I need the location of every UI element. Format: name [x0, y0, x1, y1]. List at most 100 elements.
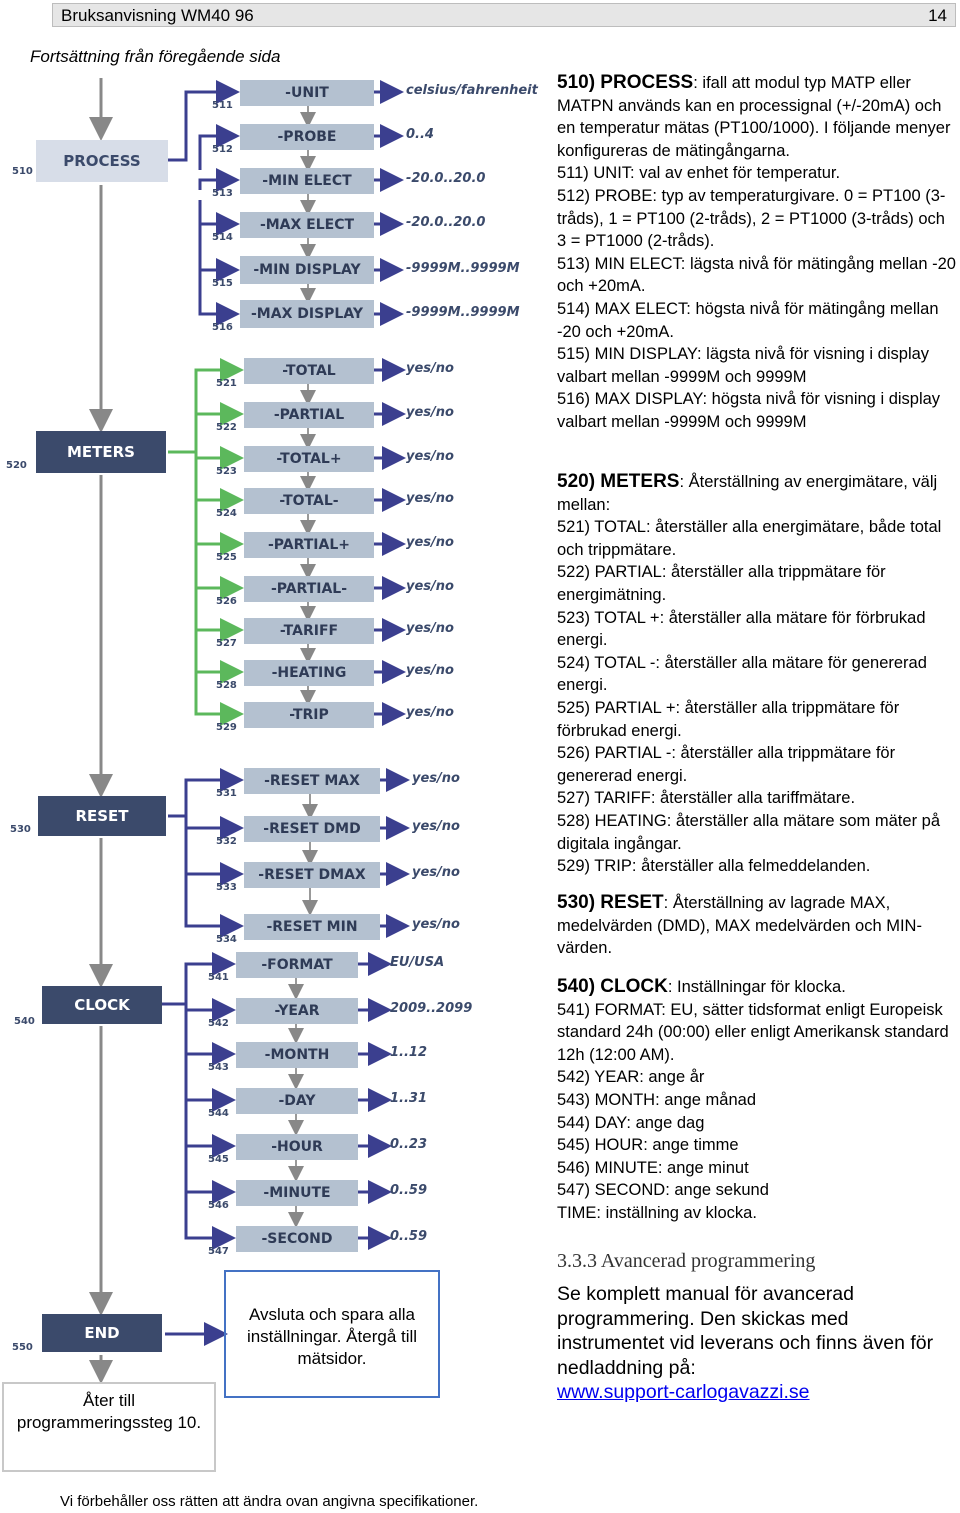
sub-step-box[interactable]: -YEAR	[236, 998, 358, 1024]
sub-step-box[interactable]: -MIN DISPLAY	[240, 256, 374, 284]
sub-step-value: yes/no	[406, 449, 454, 464]
sub-step-number: 513	[212, 188, 233, 199]
description-line: 528) HEATING: återställer alla mätare so…	[557, 811, 940, 853]
sub-step-number: 547	[208, 1246, 229, 1257]
sub-step-box[interactable]: -RESET DMAX	[244, 862, 380, 888]
description-line: 527) TARIFF: återställer alla tariffmäta…	[557, 789, 856, 808]
sub-step-value: yes/no	[406, 579, 454, 594]
sub-step-value: -20.0..20.0	[406, 215, 486, 230]
sub-step-box[interactable]: -FORMAT	[236, 952, 358, 978]
step-number-510: 510	[12, 166, 33, 177]
sub-step-box[interactable]: -PROBE	[240, 124, 374, 150]
description-line: 511) UNIT: val av enhet för temperatur.	[557, 164, 841, 183]
meters-lines: 521) TOTAL: återställer alla energimätar…	[557, 516, 957, 878]
sub-step-box[interactable]: -PARTIAL+	[244, 532, 374, 558]
sub-step-box[interactable]: -HOUR	[236, 1134, 358, 1160]
process-intro: : ifall att modul typ MATP eller MATPN a…	[557, 74, 951, 160]
sub-step-number: 515	[212, 278, 233, 289]
step-number-550: 550	[12, 1342, 33, 1353]
sub-step-number: 525	[216, 552, 237, 563]
description-line: 526) PARTIAL -: återställer alla trippmä…	[557, 744, 896, 785]
sub-step-number: 532	[216, 836, 237, 847]
page-number: 14	[928, 6, 947, 25]
step-reset[interactable]: RESET	[38, 796, 166, 836]
sub-step-value: 1..31	[390, 1091, 428, 1106]
continued-note: Fortsättning från föregående sida	[30, 47, 281, 66]
sub-step-box[interactable]: -UNIT	[240, 80, 374, 106]
sub-step-box[interactable]: -MAX ELECT	[240, 212, 374, 238]
description-line: 514) MAX ELECT: högsta nivå för mätingån…	[557, 299, 939, 341]
clock-heading: 540) CLOCK	[557, 976, 668, 997]
sub-step-number: 527	[216, 638, 237, 649]
support-link[interactable]: www.support-carlogavazzi.se	[557, 1381, 810, 1404]
sub-step-box[interactable]: -TARIFF	[244, 618, 374, 644]
step-number-530: 530	[10, 824, 31, 835]
step-meters[interactable]: METERS	[36, 431, 166, 473]
sub-step-box[interactable]: -RESET MAX	[244, 768, 380, 794]
sub-step-value: -9999M..9999M	[406, 261, 520, 276]
reset-heading: 530) RESET	[557, 892, 664, 913]
process-heading: 510) PROCESS	[557, 72, 694, 93]
sub-step-value: EU/USA	[390, 955, 445, 970]
sub-step-value: yes/no	[406, 705, 454, 720]
description-line: 523) TOTAL +: återställer alla mätare fö…	[557, 608, 926, 650]
process-description: 510) PROCESS: ifall att modul typ MATP e…	[557, 72, 957, 434]
step-clock[interactable]: CLOCK	[42, 986, 162, 1024]
process-lines: 511) UNIT: val av enhet för temperatur. 5…	[557, 162, 957, 433]
sub-step-box[interactable]: -PARTIAL-	[244, 576, 374, 602]
sub-step-box[interactable]: -DAY	[236, 1088, 358, 1114]
sub-step-box[interactable]: -PARTIAL	[244, 402, 374, 428]
sub-step-value: 0..59	[390, 1229, 428, 1244]
description-line: 529) TRIP: återställer alla felmeddeland…	[557, 857, 871, 876]
step-number-540: 540	[14, 1016, 35, 1027]
step-process[interactable]: PROCESS	[36, 140, 168, 182]
sub-step-value: 2009..2099	[390, 1001, 473, 1016]
sub-step-number: 522	[216, 422, 237, 433]
reset-text: : Återställning av lagrade MAX, medelvär…	[557, 894, 922, 958]
sub-step-number: 512	[212, 144, 233, 155]
sub-step-box[interactable]: -TOTAL	[244, 358, 374, 384]
sub-step-value: yes/no	[412, 771, 460, 786]
back-note: Åter till programmeringssteg 10.	[2, 1382, 216, 1472]
sub-step-box[interactable]: -RESET MIN	[244, 914, 380, 940]
sub-step-number: 528	[216, 680, 237, 691]
sub-step-box[interactable]: -MAX DISPLAY	[240, 300, 374, 328]
sub-step-value: celsius/fahrenheit	[406, 83, 538, 98]
page-header: Bruksanvisning WM40 96 14	[52, 3, 956, 27]
sub-step-box[interactable]: -TOTAL-	[244, 488, 374, 514]
sub-step-number: 533	[216, 882, 237, 893]
sub-step-value: yes/no	[412, 917, 460, 932]
description-line: 515) MIN DISPLAY: lägsta nivå för visnin…	[557, 345, 930, 386]
sub-step-box[interactable]: -MONTH	[236, 1042, 358, 1068]
step-end[interactable]: END	[42, 1314, 162, 1352]
sub-step-number: 534	[216, 934, 237, 945]
description-line: 543) MONTH: ange månad	[557, 1090, 757, 1109]
sub-step-box[interactable]: -RESET DMD	[244, 816, 380, 842]
sub-step-number: 542	[208, 1018, 229, 1029]
description-line: 516) MAX DISPLAY: högsta nivå för visnin…	[557, 390, 941, 431]
sub-step-box[interactable]: -TOTAL+	[244, 446, 374, 472]
description-line: 542) YEAR: ange år	[557, 1068, 705, 1087]
sub-step-box[interactable]: -TRIP	[244, 702, 374, 728]
sub-step-value: yes/no	[406, 535, 454, 550]
sub-step-number: 546	[208, 1200, 229, 1211]
sub-step-value: yes/no	[406, 491, 454, 506]
sub-step-value: yes/no	[412, 819, 460, 834]
sub-step-number: 523	[216, 466, 237, 477]
sub-step-number: 543	[208, 1062, 229, 1073]
sub-step-box[interactable]: -SECOND	[236, 1226, 358, 1252]
sub-step-box[interactable]: -MINUTE	[236, 1180, 358, 1206]
sub-step-box[interactable]: -HEATING	[244, 660, 374, 686]
meters-intro: : Återställning av energimätare, välj me…	[557, 473, 938, 514]
clock-description: 540) CLOCK: Inställningar för klocka. 54…	[557, 976, 957, 1225]
end-note: Avsluta och spara alla inställningar. Åt…	[224, 1270, 440, 1398]
description-line: 546) MINUTE: ange minut	[557, 1158, 749, 1177]
sub-step-number: 544	[208, 1108, 229, 1119]
sub-step-value: 0..4	[406, 127, 434, 142]
sub-step-value: yes/no	[412, 865, 460, 880]
description-line: 525) PARTIAL +: återställer alla trippmä…	[557, 698, 900, 740]
sub-step-box[interactable]: -MIN ELECT	[240, 168, 374, 194]
description-line: 513) MIN ELECT: lägsta nivå för mätingån…	[557, 254, 956, 296]
sub-step-number: 529	[216, 722, 237, 733]
sub-step-value: -9999M..9999M	[406, 305, 520, 320]
